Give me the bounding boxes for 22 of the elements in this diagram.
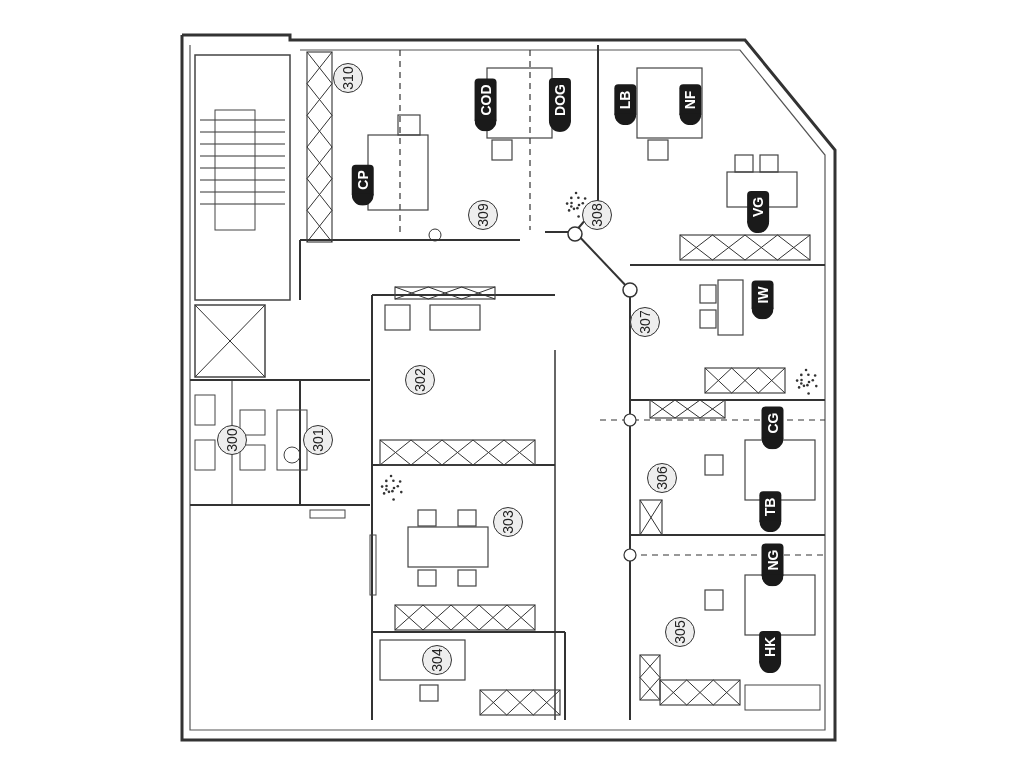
room-number: 309 — [468, 200, 498, 230]
occupant-marker: NF — [678, 84, 701, 126]
room-number: 302 — [405, 365, 435, 395]
room-number: 308 — [582, 200, 612, 230]
room-number: 300 — [217, 425, 247, 455]
room-number: 304 — [422, 645, 452, 675]
occupant-marker: CP — [351, 164, 374, 206]
occupant-marker: TB — [758, 491, 781, 533]
room-number: 307 — [630, 307, 660, 337]
occupant-marker: DOG — [548, 78, 571, 132]
room-number: 310 — [333, 63, 363, 93]
occupant-marker: LB — [613, 84, 636, 126]
occupant-marker: COD — [474, 78, 497, 132]
occupant-marker: CG — [761, 406, 783, 450]
occupant-marker: NG — [761, 543, 783, 587]
occupant-marker: VG — [747, 190, 770, 234]
occupant-marker: HK — [759, 630, 782, 674]
room-number: 301 — [303, 425, 333, 455]
room-number: 305 — [665, 617, 695, 647]
room-number: 303 — [493, 507, 523, 537]
occupant-marker: IW — [751, 280, 774, 320]
room-number: 306 — [647, 463, 677, 493]
